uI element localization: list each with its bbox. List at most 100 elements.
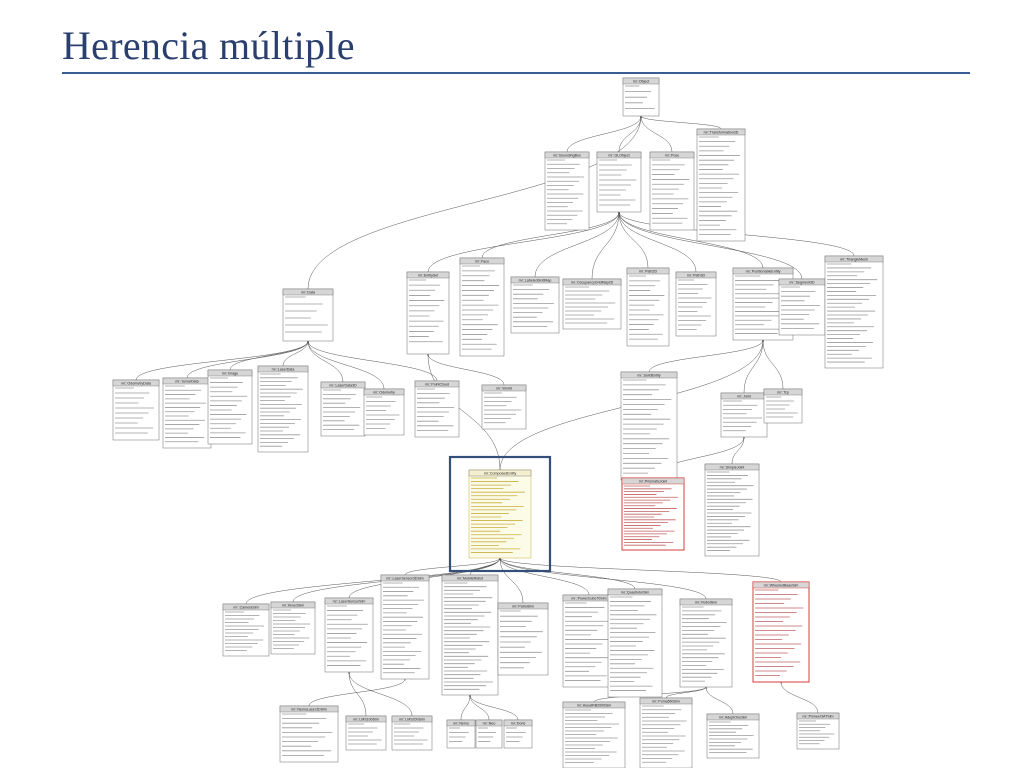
class-box-mobilerobot: mr::MobileRobot: [441, 574, 499, 696]
class-name: mr::Odometry: [373, 391, 395, 395]
inheritance-arrow: [470, 695, 490, 721]
class-name: mr::PrismaticJoint: [639, 480, 668, 484]
class-name: mr::CameraSim: [233, 606, 258, 610]
class-box-pioneersim: mr::Pioneer3ATSim: [796, 712, 840, 750]
inheritance-arrow: [349, 672, 413, 717]
inheritance-arrow: [641, 116, 673, 153]
class-name: mr::World: [496, 387, 512, 391]
class-box-lms200sim: mr::LMS200Sim: [391, 715, 433, 751]
class-name: mr::SonarData: [175, 380, 198, 384]
class-box-labeledgridmap: mr::LabeledGridMap: [510, 276, 560, 334]
class-box-powercubesim: mr::PowerCube70Sim: [562, 594, 616, 688]
class-name: mr::Tcp: [777, 391, 789, 395]
class-box-doris: mr::Doris: [503, 719, 533, 749]
class-name: mr::AseaIRB2000Sim: [577, 704, 612, 708]
class-box-lasersensorsim: mr::LaserSensorSim: [324, 597, 374, 673]
class-box-odometry: mr::OdometryData: [112, 379, 160, 441]
slide-title: Herencia múltiple: [62, 23, 355, 68]
class-box-nemolaser: mr::NemoLaser3DSim: [279, 705, 339, 763]
inheritance-arrow: [282, 341, 308, 367]
class-box-prismaticjoint: mr::PrismaticJoint: [621, 477, 685, 551]
class-name: mr::Pioneer3ATSim: [802, 715, 833, 719]
class-box-joint: mr::Joint: [720, 392, 768, 438]
class-box-boundingbox: mr::BoundingBox: [544, 151, 590, 231]
inheritance-arrow: [349, 672, 367, 717]
class-name: mr::GLObject: [608, 154, 629, 158]
inheritance-arrow: [500, 558, 590, 596]
class-box-odometry2: mr::Odometry: [363, 388, 405, 436]
inheritance-arrow: [427, 212, 619, 273]
class-box-globject: mr::GLObject: [596, 151, 642, 213]
class-box-aseasim: mr::AseaIRB2000Sim: [562, 701, 626, 768]
class-box-wheeledbasesim: mr::WheeledBaseSim: [752, 581, 810, 683]
class-name: mr::PointCloud: [425, 383, 449, 387]
class-box-laserdata: mr::LaserData: [257, 365, 309, 453]
class-box-laserdata3d: mr::LaserData3D: [320, 381, 366, 437]
class-box-sonardata: mr::SonarData: [162, 377, 212, 449]
inheritance-arrow: [500, 558, 636, 590]
class-name: mr::Transformation3D: [704, 131, 739, 135]
inheritance-arrow: [308, 679, 405, 707]
class-box-robotsim: mr::RobotSim: [679, 598, 733, 688]
class-box-lms100sim: mr::LMS100Sim: [345, 715, 387, 751]
inheritance-arrow: [641, 115, 722, 130]
class-box-quadrotorsim: mr::QuadrotorSim: [607, 588, 663, 698]
class-box-transformation: mr::Transformation3D: [696, 128, 746, 242]
class-box-pose: mr::Pose: [649, 151, 695, 231]
inheritance-arrow: [428, 354, 505, 386]
class-box-tcp: mr::Tcp: [763, 388, 803, 424]
inheritance-arrow: [619, 212, 697, 273]
inheritance-arrow: [591, 212, 619, 280]
inheritance-arrow: [763, 340, 784, 390]
inheritance-arrow: [469, 558, 500, 576]
inheritance-arrow: [500, 558, 707, 600]
class-box-segment3d: mr::Segment3D: [778, 278, 826, 336]
inheritance-arrow: [665, 686, 706, 699]
class-name: mr::LabeledGridMap: [519, 279, 552, 283]
class-name: mr::Object: [633, 80, 650, 84]
class-box-camerasim: mr::CameraSim: [222, 603, 270, 657]
class-box-kinectsim: mr::KinectSim: [270, 601, 316, 655]
inheritance-arrow: [135, 341, 308, 381]
inheritance-arrow: [308, 341, 385, 390]
class-box-patrolsim: mr::PatrolSim: [497, 602, 549, 676]
class-box-object: mr::Object: [622, 77, 660, 117]
class-box-puma560sim: mr::Puma560Sim: [639, 697, 693, 768]
inheritance-arrow: [781, 682, 819, 714]
class-name: mr::LaserSensor3DSim: [386, 577, 423, 581]
class-name: mr::Joint: [737, 395, 751, 399]
inheritance-arrow: [428, 354, 501, 471]
class-name: mr::OdometryData: [121, 382, 151, 386]
class-name: mr::Image: [222, 372, 238, 376]
class-name: mr::LaserData: [272, 368, 295, 372]
class-name: mr::Pose: [665, 154, 679, 158]
class-name: mr::QuadrotorSim: [621, 591, 650, 595]
inheritance-arrow: [619, 212, 649, 269]
class-name: mr::Neo: [483, 722, 496, 726]
inheritance-arrow: [648, 340, 763, 373]
class-name: mr::Segment3D: [789, 281, 815, 285]
class-name: mr::Data: [301, 291, 315, 295]
inheritance-arrow: [619, 212, 803, 280]
inheritance-arrow: [229, 341, 308, 371]
class-name: mr::Face: [475, 260, 489, 264]
class-name: mr::NemoLaser3DSim: [291, 708, 327, 712]
class-name: mr::Nemo: [453, 722, 469, 726]
class-box-image: mr::Image: [207, 369, 253, 445]
class-box-pointcloud: mr::PointCloud: [414, 380, 460, 438]
highlight-frame: [448, 455, 552, 573]
class-name: mr::Puma560Sim: [652, 700, 680, 704]
class-name: mr::RobotSim: [695, 601, 717, 605]
class-box-lasersensor3d: mr::LaserSensor3DSim: [380, 574, 430, 680]
class-name: mr::TriangleMesh: [840, 258, 868, 262]
class-box-nemo: mr::Nemo: [446, 719, 476, 749]
class-name: mr::SimpleJoint: [720, 466, 745, 470]
class-name: mr::MobileRobot: [457, 577, 483, 581]
class-box-world: mr::World: [481, 384, 527, 430]
class-box-occupancy: mr::OccupancyGridMap2D: [562, 278, 622, 330]
inheritance-arrow: [619, 212, 764, 269]
inheritance-arrow: [743, 340, 763, 394]
class-name: mr::KinectSim: [282, 604, 304, 608]
